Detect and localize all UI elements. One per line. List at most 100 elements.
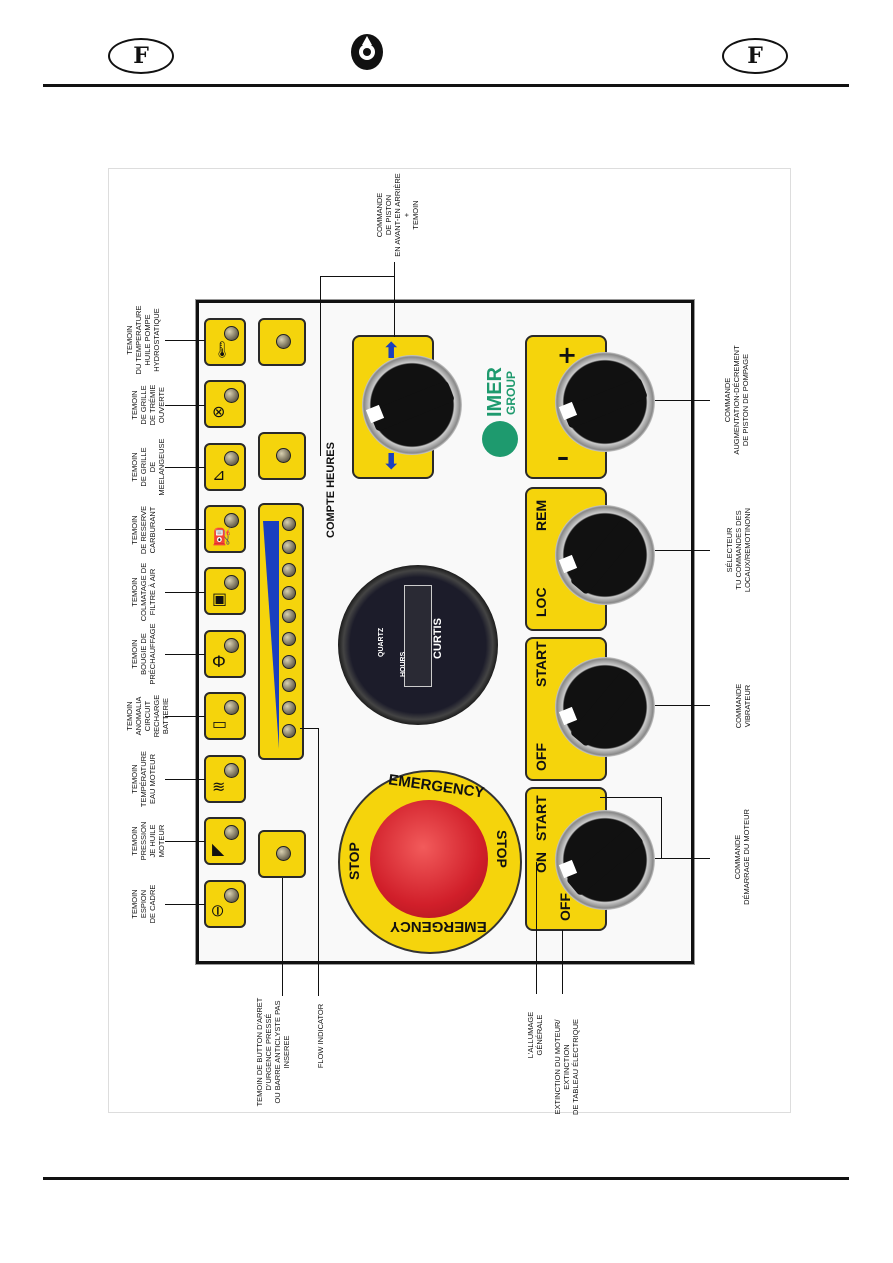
lamp-grille-tremie: ⊗ [204,380,246,428]
vibrator-off-label: OFF [533,743,549,771]
engine-start-switch[interactable] [555,810,655,910]
leader-line [318,728,319,996]
leader-line [165,592,205,593]
frame-indicator-icon: ⦶ [212,901,224,920]
engine-start-label: START [533,795,549,841]
thermometer-icon: 🌡 [212,340,233,359]
lamp-grille-melangeuse: ⊿ [204,443,246,491]
flow-led [282,586,296,600]
label-button-arret: TEMOIN DE BUTTON D'ARRET D'URGENCE PRESS… [255,997,291,1107]
plus-label: + [557,341,578,369]
flow-led [282,678,296,692]
flow-led [282,701,296,715]
loc-rem-selector[interactable] [555,505,655,605]
leader-line [655,550,710,551]
leader-line [600,797,662,798]
glow-plug-icon: Ф [212,652,226,671]
rem-label: REM [533,499,549,531]
leader-line [655,858,710,859]
flow-led [282,724,296,738]
leader-line [655,705,710,706]
vibrator-start-label: START [533,641,549,687]
lamp-espion-cadre: ⦶ [204,880,246,928]
emergency-stop-button[interactable] [370,800,488,918]
minus-label: – [557,443,569,471]
label-piston: COMMANDE DE PISTON EN AVANT-EN ARRIÈRE +… [375,173,420,257]
header-rule [43,84,849,87]
pump-speed-knob[interactable] [555,352,655,452]
flow-led [282,563,296,577]
leader-line [300,728,318,729]
flow-led [282,540,296,554]
meter-hours: HOURS [400,651,407,677]
lamp-temp-huile-pompe: 🌡 [204,318,246,366]
leader-line [655,400,710,401]
leader-line [394,262,395,337]
stop-left-label: STOP [346,842,362,880]
leader-line [165,340,205,341]
language-badge-right: F [722,38,788,74]
label-flow-indicator: FLOW INDICATOR [316,1003,325,1069]
imer-logo: IMER GROUP [480,345,520,465]
label-extinction: EXTINCTION DU MOTEUR/ EXTINCTION DE TABL… [553,1019,580,1115]
flow-led [282,655,296,669]
battery-icon: ▭ [212,714,228,733]
oil-can-icon: ◣ [212,839,225,858]
imer-emblem-icon [482,421,518,457]
leader-line [661,797,662,859]
lamp-colmatage-filtre: ▣ [204,567,246,615]
label-vibrateur: COMMANDE VIBRATEUR [734,683,752,729]
leader-line [165,654,205,655]
leader-line [320,276,321,456]
label-demarrage: COMMANDE DÉMARRAGE DU MOTEUR [733,809,751,905]
lamp-reserve-carburant: ⛽ [204,505,246,553]
meter-quartz: QUARTZ [378,627,385,657]
leader-line [165,405,205,406]
flow-led [282,632,296,646]
lamp-bougie: Ф [204,630,246,678]
flow-led [282,517,296,531]
label-selecteur: SÉLECTEUR TU COMMANDES DES LOCAUX/REMOTI… [725,507,752,593]
lamp-temp-eau: ≋ [204,755,246,803]
language-badge-left: F [108,38,174,74]
vibrator-switch[interactable] [555,657,655,757]
flow-ramp-icon [263,521,279,749]
lamp-piston-bottom [258,432,306,480]
brand-logo-icon [351,34,383,70]
lamp-pression-huile: ◣ [204,817,246,865]
emergency-bottom-label: EMERGENCY [390,918,487,935]
piston-knob[interactable] [362,355,462,455]
lamp-piston-top [258,318,306,366]
brand-group: GROUP [504,370,518,415]
label-augmentation: COMMANDE AUGMENTATION-DÉCREMENT DE PISTO… [723,345,750,455]
leader-line [165,716,205,717]
leader-line [165,904,205,905]
footer-rule [43,1177,849,1180]
loc-label: LOC [533,587,549,617]
flow-led [282,609,296,623]
hour-meter-display [404,585,432,687]
arrow-down-icon: ⬇ [382,450,401,475]
water-temp-icon: ≋ [212,777,226,796]
leader-line [165,467,205,468]
flow-indicator [258,503,304,760]
air-filter-icon: ▣ [212,589,228,608]
lamp-batterie: ▭ [204,692,246,740]
leader-line [282,878,283,996]
leader-line [562,930,563,994]
leader-line [165,779,205,780]
hour-meter: QUARTZ HOURS CURTIS [338,565,498,725]
compte-heures-label: COMPTE HEURES [325,442,337,538]
label-espion-cadre: TEMOIN ESPION DE CADRE [130,884,157,924]
fuel-pump-icon: ⛽ [212,527,232,546]
label-allumage: L'ALLUMAGE GÉNÉRALE [526,1011,544,1059]
meter-brand: CURTIS [432,618,444,659]
leader-line [536,862,537,994]
mixer-grid-icon: ⊿ [212,465,226,484]
leader-line [165,529,205,530]
leader-line [320,276,395,277]
lamp-emergency-button [258,830,306,878]
leader-line [165,841,205,842]
grid-circle-icon: ⊗ [212,402,226,421]
stop-right-label: STOP [494,830,510,868]
